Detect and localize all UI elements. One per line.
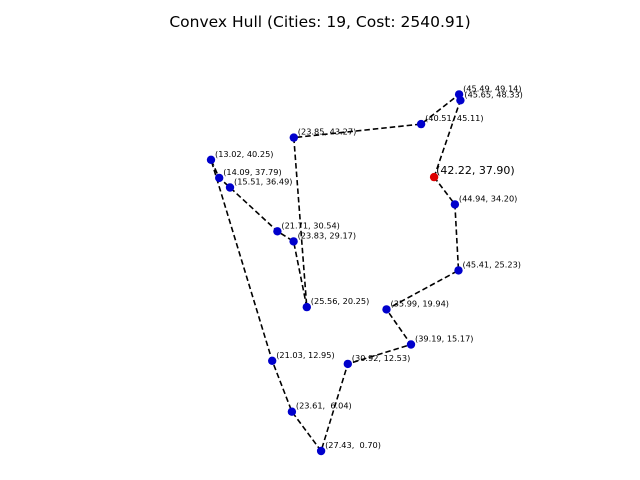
city-label: (25.56, 20.25) <box>311 296 369 306</box>
city-label: (15.51, 36.49) <box>234 177 292 187</box>
city-point <box>450 200 460 209</box>
start-city-point <box>429 172 439 182</box>
city-label: (23.83, 29.17) <box>298 230 356 240</box>
city-point <box>382 305 391 314</box>
city-point <box>268 356 277 365</box>
city-label: (45.65, 48.33) <box>464 89 522 99</box>
city-label: (14.09, 37.79) <box>223 167 281 177</box>
route-layer <box>210 92 462 453</box>
city-point <box>302 302 311 312</box>
city-point <box>406 340 416 349</box>
point-layer <box>206 90 465 456</box>
city-point <box>225 183 235 192</box>
city-label: (30.92, 12.53) <box>352 353 410 363</box>
city-point <box>289 133 298 142</box>
city-label: (45.49, 49.14) <box>463 83 521 93</box>
city-point <box>416 119 426 129</box>
city-label: (13.02, 40.25) <box>215 149 273 159</box>
city-point <box>289 237 298 246</box>
city-point <box>454 266 463 275</box>
city-label: (44.94, 34.20) <box>459 193 517 203</box>
city-label: (27.43, 0.70) <box>325 440 381 450</box>
city-point <box>215 173 224 183</box>
city-label: (21.03, 12.95) <box>276 350 334 360</box>
city-point <box>316 446 326 456</box>
city-point <box>206 155 216 164</box>
city-point <box>273 227 282 236</box>
city-label: (45.41, 25.23) <box>463 259 521 269</box>
city-label: (35.99, 19.94) <box>391 298 449 308</box>
city-label: (39.19, 15.17) <box>415 334 473 344</box>
city-label: (23.85, 43.27) <box>298 127 356 137</box>
city-point <box>287 407 297 416</box>
city-point <box>343 359 352 369</box>
city-label: (23.61, 6.04) <box>296 401 352 411</box>
start-city-label: (42.22, 37.90) <box>436 164 515 177</box>
tour-route-line <box>210 92 462 453</box>
chart-title: Convex Hull (Cities: 19, Cost: 2540.91) <box>169 13 470 31</box>
label-layer: (42.22, 37.90) (45.65, 48.33)(45.49, 49.1… <box>215 83 523 450</box>
city-label: (21.71, 30.54) <box>281 220 339 230</box>
city-label: (40.51, 45.11) <box>425 113 483 123</box>
city-point <box>454 90 464 99</box>
